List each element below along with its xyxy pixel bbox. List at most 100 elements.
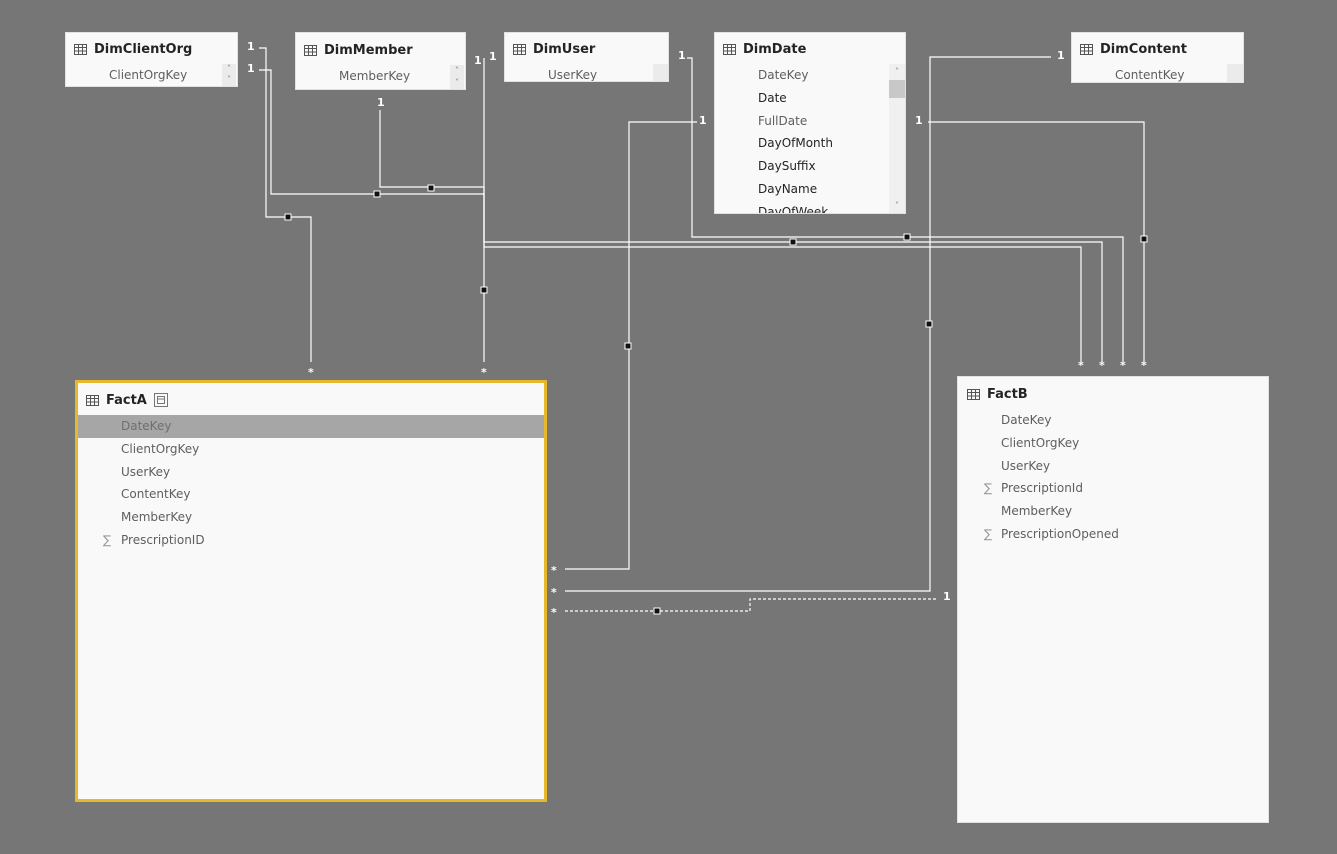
field-name: PrescriptionOpened (1001, 526, 1119, 541)
field-item[interactable]: MemberKey (78, 506, 544, 529)
rel-facta-factb-inactive (565, 598, 938, 612)
field-name: DateKey (1001, 413, 1052, 427)
cardinality-many: * (551, 586, 557, 599)
cardinality-one: 1 (943, 590, 951, 603)
field-item[interactable]: Date (715, 87, 887, 110)
table-title: FactA (106, 392, 147, 408)
scroll-up-icon[interactable]: ˄ (455, 66, 459, 75)
rel-user-facta (565, 121, 697, 570)
cardinality-one: 1 (247, 40, 255, 53)
table-icon (513, 43, 526, 55)
field-item[interactable]: DaySuffix (715, 155, 887, 178)
field-name: MemberKey (1001, 504, 1073, 519)
field-item[interactable]: DateKey (715, 64, 887, 87)
scroll-down-icon[interactable]: ˅ (227, 75, 231, 84)
table-title: DimClientOrg (94, 41, 193, 57)
cardinality-one: 1 (1057, 49, 1065, 62)
scroll-down-icon[interactable]: ˅ (895, 201, 899, 210)
card-header: FactA (86, 391, 168, 409)
field-name: DayName (758, 181, 818, 196)
scroll-up-icon[interactable]: ˄ (895, 67, 899, 76)
scroll-down-icon[interactable]: ˅ (455, 78, 459, 87)
cardinality-one: 1 (678, 49, 686, 62)
direction-marker (1140, 235, 1148, 243)
field-list: DateKey ClientOrgKey UserKey ContentKey … (78, 415, 544, 552)
scrollbar-thumb[interactable] (889, 80, 905, 98)
field-item[interactable]: UserKey (958, 455, 1268, 478)
cardinality-many: * (481, 366, 487, 379)
field-name: UserKey (1001, 458, 1051, 473)
direction-marker (903, 233, 911, 241)
field-name: DaySuffix (758, 159, 816, 174)
field-item[interactable]: ∑PrescriptionId (958, 477, 1268, 500)
field-name: FullDate (758, 113, 808, 128)
field-item[interactable]: DayOfWeek (715, 201, 887, 214)
cardinality-one: 1 (247, 62, 255, 75)
field-name: MemberKey (339, 69, 411, 83)
field-item[interactable]: ∑PrescriptionOpened (958, 523, 1268, 546)
field-item[interactable]: UserKey (78, 461, 544, 484)
table-card-facta[interactable]: FactA DateKey ClientOrgKey UserKey Conte… (75, 380, 547, 802)
cardinality-many: * (308, 366, 314, 379)
table-card-dimclientorg[interactable]: DimClientOrg ClientOrgKey ˄ ˅ (65, 32, 238, 87)
field-item[interactable]: ContentKey (1072, 64, 1243, 82)
field-item[interactable]: DayName (715, 178, 887, 201)
scrollbar[interactable]: ˄ ˅ (450, 65, 464, 89)
table-title: FactB (987, 386, 1028, 402)
field-item[interactable]: ClientOrgKey (958, 432, 1268, 455)
cardinality-many: * (1120, 359, 1126, 372)
field-name: DayOfWeek (758, 204, 829, 214)
table-icon (967, 388, 980, 400)
cardinality-one: 1 (474, 54, 482, 67)
table-card-dimuser[interactable]: DimUser UserKey (504, 32, 669, 82)
table-title: DimMember (324, 42, 413, 58)
card-header: DimClientOrg (74, 40, 192, 58)
field-name: MemberKey (121, 510, 193, 525)
direction-marker (480, 286, 488, 294)
scrollbar[interactable]: ˄ ˅ (222, 64, 236, 86)
direction-marker (624, 342, 632, 350)
table-card-dimcontent[interactable]: DimContent ContentKey (1071, 32, 1244, 83)
field-item[interactable]: DateKey (958, 409, 1268, 432)
table-icon (304, 44, 317, 56)
field-item[interactable]: ClientOrgKey (78, 438, 544, 461)
cardinality-one: 1 (699, 114, 707, 127)
table-icon (1080, 43, 1093, 55)
rel-clientorg-factb (259, 69, 1082, 362)
table-title: DimDate (743, 41, 807, 57)
scroll-up-icon[interactable]: ˄ (227, 64, 231, 73)
field-item[interactable]: MemberKey (958, 500, 1268, 523)
field-list: MemberKey (296, 65, 465, 88)
table-card-dimmember[interactable]: DimMember MemberKey ˄ ˅ (295, 32, 466, 90)
field-name: ClientOrgKey (121, 441, 200, 456)
scrollbar[interactable] (653, 64, 668, 81)
direction-marker (653, 607, 661, 615)
scrollbar[interactable]: ˄ ˅ (889, 64, 905, 213)
collapse-icon[interactable] (153, 393, 168, 407)
field-item[interactable]: FullDate (715, 110, 887, 133)
cardinality-one: 1 (489, 50, 497, 63)
field-name: UserKey (121, 464, 171, 479)
field-name: ContentKey (1115, 68, 1185, 82)
field-item[interactable]: ClientOrgKey (66, 64, 237, 86)
table-card-dimdate[interactable]: DimDate DateKey Date FullDate DayOfMonth… (714, 32, 906, 214)
card-header: FactB (967, 385, 1028, 403)
field-item[interactable]: ∑PrescriptionID (78, 529, 544, 552)
direction-marker (925, 320, 933, 328)
field-item[interactable]: UserKey (505, 64, 668, 81)
sigma-icon: ∑ (103, 532, 112, 547)
card-header: DimUser (513, 40, 595, 58)
field-item[interactable]: DateKey (78, 415, 544, 438)
direction-marker (789, 238, 797, 246)
field-item[interactable]: DayOfMonth (715, 132, 887, 155)
direction-marker (373, 190, 381, 198)
scrollbar[interactable] (1227, 64, 1243, 82)
field-item[interactable]: MemberKey (296, 65, 465, 88)
field-item[interactable]: ContentKey (78, 483, 544, 506)
cardinality-many: * (1078, 359, 1084, 372)
cardinality-many: * (1141, 359, 1147, 372)
field-name: PrescriptionId (1001, 481, 1083, 496)
table-title: DimContent (1100, 41, 1188, 57)
table-card-factb[interactable]: FactB DateKey ClientOrgKey UserKey ∑Pres… (957, 376, 1269, 823)
